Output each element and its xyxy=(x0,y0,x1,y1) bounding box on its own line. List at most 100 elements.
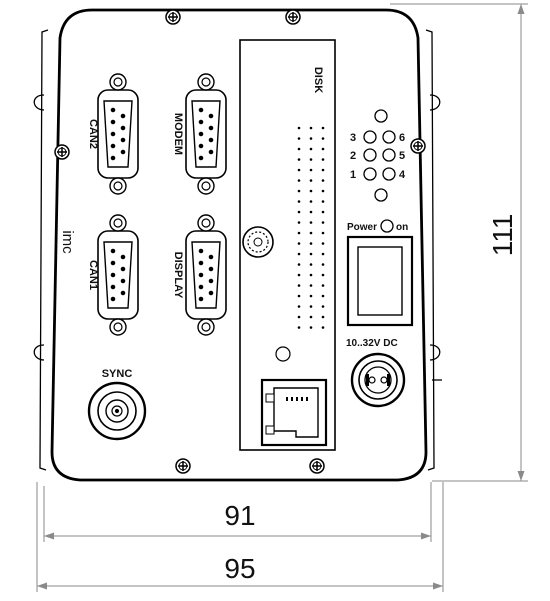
dimension-lines xyxy=(36,3,528,592)
dc-power-socket xyxy=(350,352,406,408)
vent-hole xyxy=(309,252,313,256)
side-rails xyxy=(33,29,442,471)
vent-hole xyxy=(309,242,313,245)
vent-hole xyxy=(309,147,313,151)
vent-hole xyxy=(297,242,301,245)
bnc-connector xyxy=(87,381,147,441)
vent-hole xyxy=(297,252,301,256)
vent-grid xyxy=(297,126,325,329)
vent-hole xyxy=(309,137,313,140)
vent-hole xyxy=(309,284,313,287)
vent-hole xyxy=(321,179,325,182)
vent-hole xyxy=(309,200,313,203)
connector-can2 xyxy=(97,73,139,195)
vent-hole xyxy=(321,315,325,319)
vent-hole xyxy=(321,284,325,287)
power-on-label: on xyxy=(396,222,408,233)
screw-icon xyxy=(175,458,191,474)
vent-hole xyxy=(309,126,313,130)
vent-hole xyxy=(297,179,301,182)
vent-hole xyxy=(297,305,301,308)
vent-hole xyxy=(297,284,301,287)
vent-hole xyxy=(321,263,325,266)
led-cluster xyxy=(363,109,396,202)
imc-logo: imc xyxy=(59,230,76,254)
vent-hole xyxy=(309,158,313,161)
screw-icon xyxy=(285,9,301,25)
led-label-4: 4 xyxy=(399,169,406,181)
vent-hole xyxy=(321,273,325,277)
vent-hole xyxy=(309,326,313,329)
vent-hole xyxy=(297,315,301,319)
vent-hole xyxy=(297,147,301,151)
vent-hole xyxy=(321,242,325,245)
disk-label: DISK xyxy=(312,67,324,93)
vent-hole xyxy=(309,221,313,224)
display-label: DISPLAY xyxy=(172,252,184,299)
vent-hole xyxy=(309,263,313,266)
led-label-2: 2 xyxy=(350,150,356,162)
vent-hole xyxy=(297,126,301,130)
vent-hole xyxy=(297,137,301,140)
vent-hole xyxy=(321,305,325,308)
vent-hole xyxy=(297,273,301,277)
vent-hole xyxy=(297,210,301,214)
vent-hole xyxy=(309,231,313,235)
screw-icon xyxy=(309,458,325,474)
vent-hole xyxy=(297,326,301,329)
screw-icon xyxy=(54,144,70,160)
dimension-inner-width: 91 xyxy=(224,500,255,531)
connector-can1 xyxy=(97,214,139,336)
vent-hole xyxy=(309,179,313,182)
ethernet-port xyxy=(260,378,328,447)
vent-hole xyxy=(309,294,313,298)
vent-hole xyxy=(321,252,325,256)
power-switch xyxy=(346,235,414,327)
connector-display xyxy=(185,214,227,336)
vent-hole xyxy=(297,158,301,161)
rotary-knob-icon xyxy=(242,226,274,258)
vent-hole xyxy=(321,189,325,193)
vent-hole xyxy=(321,168,325,172)
vent-hole xyxy=(297,294,301,298)
led-label-6: 6 xyxy=(399,132,405,144)
can2-label: CAN2 xyxy=(87,119,99,149)
sync-label: SYNC xyxy=(102,368,133,380)
modem-label: MODEM xyxy=(172,113,184,155)
vent-hole xyxy=(297,189,301,193)
connector-modem xyxy=(185,73,227,195)
vent-hole xyxy=(309,189,313,193)
led-label-5: 5 xyxy=(399,150,405,162)
vent-hole xyxy=(321,231,325,235)
can1-label: CAN1 xyxy=(87,260,99,290)
vent-hole xyxy=(321,137,325,140)
vent-hole xyxy=(321,294,325,298)
power-label: Power xyxy=(347,222,377,233)
indicator-hole xyxy=(275,346,291,362)
vent-hole xyxy=(309,273,313,277)
led-label-3: 3 xyxy=(350,132,356,144)
vent-hole xyxy=(297,221,301,224)
vent-hole xyxy=(321,326,325,329)
vent-hole xyxy=(297,168,301,172)
vent-hole xyxy=(309,168,313,172)
dimension-outer-width: 95 xyxy=(224,553,255,584)
power-led xyxy=(380,219,394,233)
vent-hole xyxy=(321,221,325,224)
vent-hole xyxy=(297,231,301,235)
vent-hole xyxy=(321,200,325,203)
vent-hole xyxy=(309,315,313,319)
vent-hole xyxy=(321,147,325,151)
dimension-height: 111 xyxy=(487,214,518,257)
voltage-label: 10..32V DC xyxy=(346,338,398,349)
vent-hole xyxy=(297,263,301,266)
vent-hole xyxy=(297,200,301,203)
screw-icon xyxy=(410,138,426,154)
vent-hole xyxy=(321,210,325,214)
screw-icon xyxy=(165,9,181,25)
vent-hole xyxy=(309,210,313,214)
vent-hole xyxy=(321,126,325,130)
vent-hole xyxy=(309,305,313,308)
led-label-1: 1 xyxy=(350,169,356,181)
